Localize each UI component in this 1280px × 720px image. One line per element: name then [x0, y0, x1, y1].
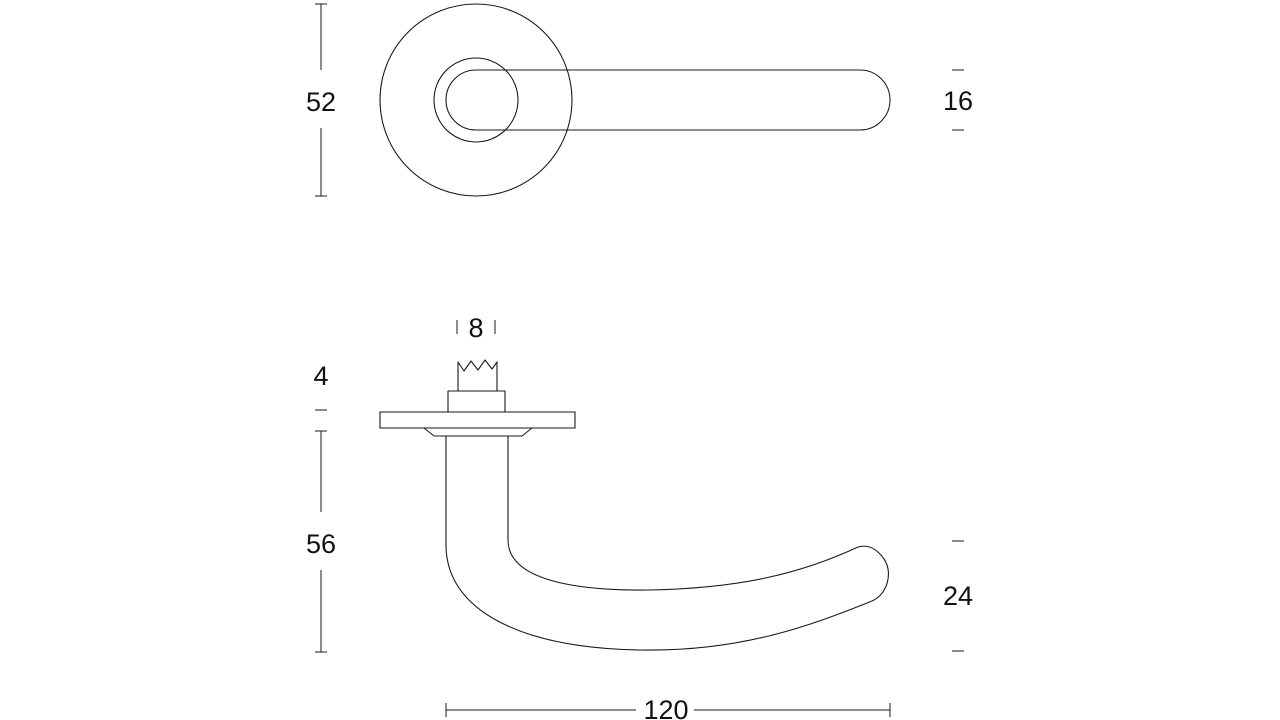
dimension-8: 8: [456, 313, 496, 343]
dimension-label-lever-thickness: 16: [943, 86, 973, 116]
dimension-24: 24: [943, 540, 973, 652]
dimension-label-grip-height: 24: [943, 581, 973, 611]
lever-side-outline: [445, 435, 889, 651]
dimension-120: 120: [445, 695, 891, 720]
dimension-label-spindle-width: 8: [468, 313, 483, 343]
dimension-label-rose-diameter: 52: [306, 87, 336, 117]
spindle-outline: [457, 359, 498, 392]
dimension-52: 52: [306, 3, 336, 197]
rose-bevel: [423, 427, 533, 437]
rose-boss-outline: [433, 57, 519, 143]
dimension-label-lever-length: 120: [643, 695, 688, 720]
dimension-label-lever-height: 56: [306, 529, 336, 559]
dimension-label-rose-thickness: 4: [313, 361, 328, 391]
top-view: [379, 3, 891, 197]
dimension-56: 56: [306, 431, 336, 653]
rose-outline: [379, 3, 573, 197]
side-view: [379, 359, 889, 651]
dimension-4: 4: [313, 361, 329, 432]
dimension-16: 16: [943, 69, 973, 131]
spindle-collar: [447, 390, 506, 413]
rose-plate: [379, 411, 576, 429]
lever-top-outline: [445, 69, 891, 131]
